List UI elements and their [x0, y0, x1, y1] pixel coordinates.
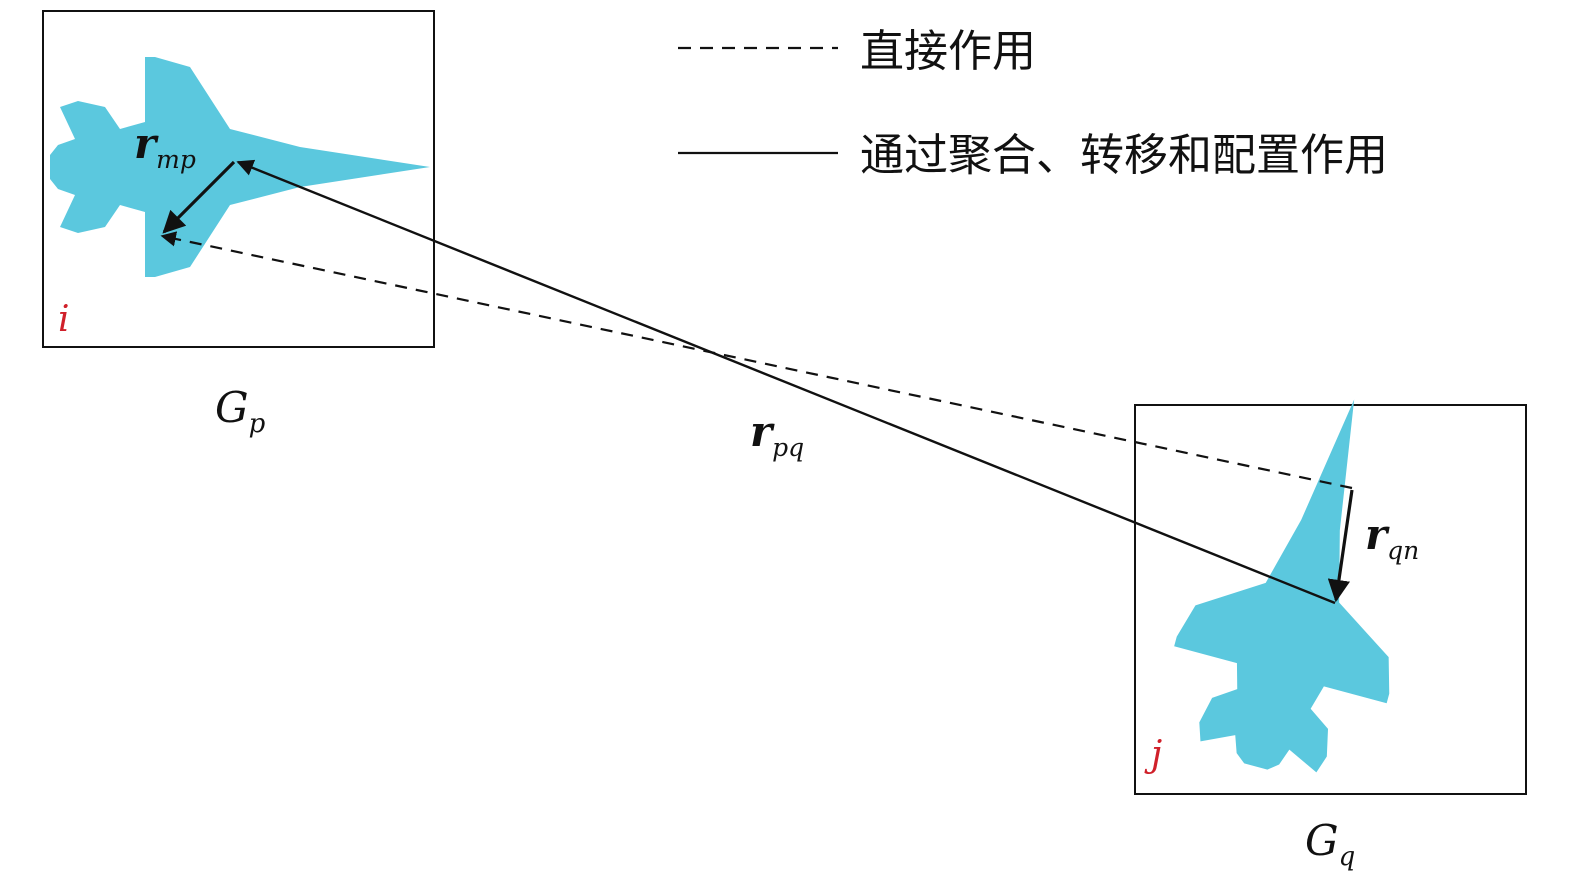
vector-label-r-pq: rpq: [750, 407, 804, 462]
group-box-p: i: [42, 10, 435, 348]
vector-r-pq: [236, 159, 1336, 605]
vector-label-r-qn: rqn: [1365, 510, 1419, 565]
vector-r-qn: [1327, 489, 1354, 603]
group-frame-q: [1134, 404, 1527, 795]
legend-indirect-label: 通过聚合、转移和配置作用: [860, 130, 1388, 181]
legend-direct-label: 直接作用: [860, 26, 1036, 77]
fighter-jet-icon: [50, 57, 430, 277]
group-label-p: Gp: [215, 383, 266, 439]
vector-label-r-mp: rmp: [134, 119, 196, 174]
node-label-j: j: [1144, 734, 1162, 775]
node-label-i: i: [58, 299, 70, 340]
group-label-q: Gq: [1305, 816, 1355, 872]
group-box-q: j: [1134, 399, 1527, 795]
vector-r-mp: [162, 160, 236, 234]
legend: 直接作用 通过聚合、转移和配置作用: [678, 26, 1388, 181]
direct-interaction-line: [160, 231, 1353, 490]
fighter-jet-icon: [1174, 399, 1390, 773]
group-frame-p: [42, 10, 435, 348]
